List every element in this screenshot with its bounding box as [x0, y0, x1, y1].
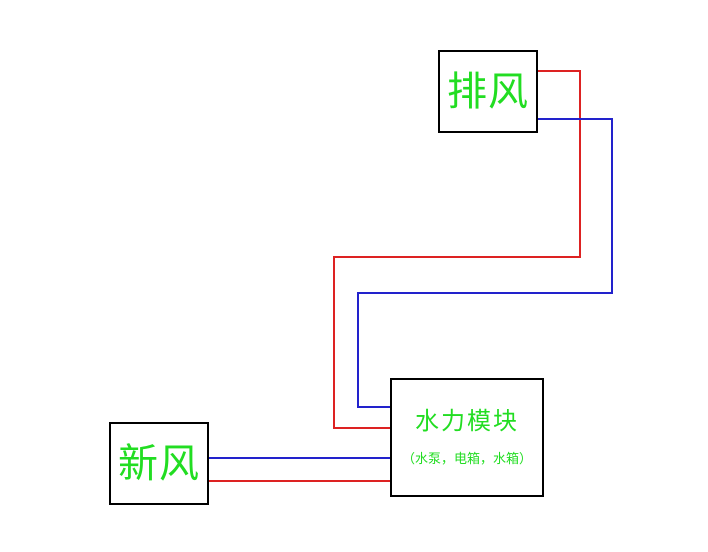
exhaust-label: 排风: [447, 68, 529, 115]
pipe-exhaust-to-hydro-blue: [357, 118, 613, 408]
pipe-exhaust-to-hydro-red: [333, 70, 581, 429]
exhaust-node: 排风: [438, 50, 538, 133]
fresh-air-label: 新风: [118, 440, 200, 487]
hydro-module-sublabel: （水泵，电箱，水箱）: [401, 452, 532, 467]
hydro-module-node: 水力模块 （水泵，电箱，水箱）: [390, 378, 544, 497]
fresh-air-node: 新风: [109, 422, 209, 505]
hydro-module-label: 水力模块: [415, 407, 519, 435]
